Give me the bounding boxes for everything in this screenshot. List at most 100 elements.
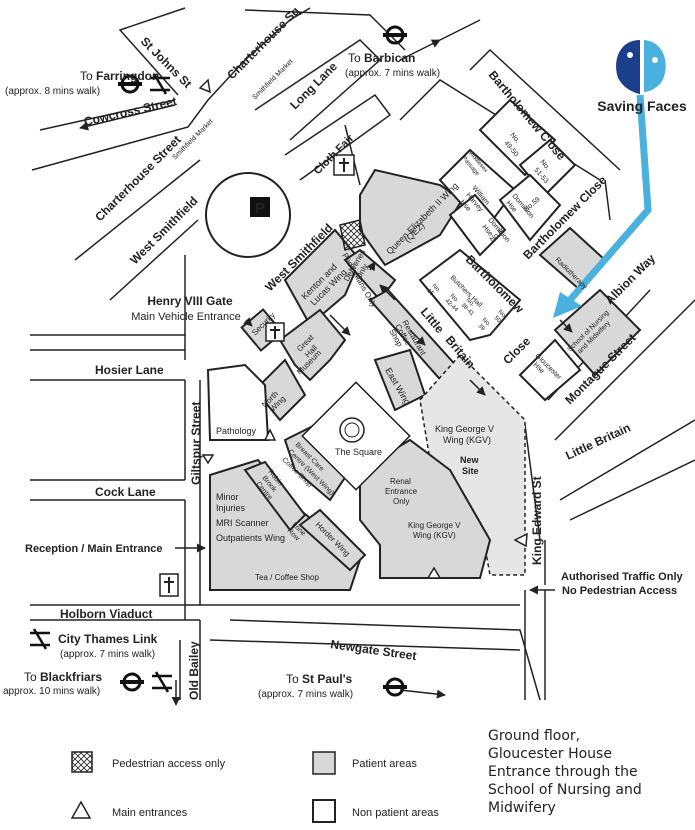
svg-text:Midwifery: Midwifery bbox=[488, 800, 556, 816]
parking-icon[interactable] bbox=[250, 197, 270, 217]
svg-text:Entrance: Entrance bbox=[385, 487, 418, 496]
north-wing bbox=[253, 358, 307, 422]
svg-text:Little Britain: Little Britain bbox=[563, 420, 632, 462]
white-box-icon bbox=[312, 799, 336, 823]
svg-text:(approx. 7 mins walk): (approx. 7 mins walk) bbox=[258, 689, 353, 700]
svg-text:15: 15 bbox=[426, 288, 435, 297]
grey-box-icon bbox=[312, 751, 336, 775]
svg-text:No.: No. bbox=[481, 317, 492, 328]
svg-text:Long Lane: Long Lane bbox=[287, 59, 340, 112]
rail-icon bbox=[150, 73, 170, 95]
svg-text:Renal: Renal bbox=[390, 477, 411, 486]
gloucester-house bbox=[518, 338, 582, 402]
triangle-icon[interactable] bbox=[263, 428, 277, 441]
svg-text:Wing (KGV): Wing (KGV) bbox=[443, 435, 491, 445]
triangle-icon[interactable] bbox=[198, 78, 211, 94]
svg-text:(approx. 7 mins walk): (approx. 7 mins walk) bbox=[345, 68, 440, 79]
svg-text:39: 39 bbox=[477, 323, 486, 332]
svg-text:approx. 10 mins walk): approx. 10 mins walk) bbox=[3, 686, 100, 697]
svg-text:No.: No. bbox=[431, 283, 442, 294]
svg-text:The Square: The Square bbox=[335, 447, 382, 457]
svg-text:Charterhouse Sq: Charterhouse Sq bbox=[224, 4, 302, 82]
svg-text:Smithfield Market: Smithfield Market bbox=[251, 58, 294, 101]
entrance-triangles bbox=[198, 78, 528, 579]
svg-text:Giltspur Street: Giltspur Street bbox=[189, 402, 203, 485]
svg-text:Albion Way: Albion Way bbox=[602, 251, 658, 307]
svg-text:King George V: King George V bbox=[435, 424, 494, 434]
saving-faces-pointer bbox=[567, 94, 652, 303]
svg-text:Main Vehicle Entrance: Main Vehicle Entrance bbox=[131, 311, 240, 323]
great-hall bbox=[278, 308, 347, 382]
brand-name: Saving Faces bbox=[597, 98, 687, 114]
svg-text:Hosier Lane: Hosier Lane bbox=[95, 363, 164, 377]
kgv-wing-lower bbox=[359, 438, 492, 579]
svg-text:Only: Only bbox=[393, 497, 409, 506]
legend: Pedestrian access only Main entrances Pa… bbox=[70, 751, 439, 823]
svg-text:Main entrances: Main entrances bbox=[112, 807, 188, 819]
svg-text:Entrance through the: Entrance through the bbox=[488, 764, 638, 780]
svg-text:King Edward St: King Edward St bbox=[530, 476, 544, 565]
crosshatch-box-icon bbox=[339, 219, 366, 251]
crosshatch-box-icon bbox=[71, 751, 93, 773]
svg-text:(approx. 7 mins walk): (approx. 7 mins walk) bbox=[60, 649, 155, 660]
floor-note: Ground floor, Gloucester House Entrance … bbox=[488, 728, 642, 816]
svg-text:No.: No. bbox=[449, 293, 460, 304]
svg-text:Gloucester House: Gloucester House bbox=[488, 746, 612, 762]
svg-text:To Barbican: To Barbican bbox=[348, 51, 415, 65]
svg-text:To Farringdon: To Farringdon bbox=[80, 69, 159, 83]
svg-text:P: P bbox=[255, 200, 265, 217]
triangle-icon bbox=[70, 800, 92, 819]
saving-faces-logo bbox=[616, 40, 666, 94]
church-icon bbox=[159, 573, 179, 597]
underground-icon bbox=[383, 25, 407, 45]
svg-text:To St Paul's: To St Paul's bbox=[286, 672, 353, 686]
svg-text:Pathology: Pathology bbox=[216, 426, 257, 436]
buildings bbox=[206, 98, 642, 591]
triangle-icon[interactable] bbox=[201, 454, 215, 465]
svg-text:(approx. 8 mins walk): (approx. 8 mins walk) bbox=[5, 86, 100, 97]
robin-brook-centre bbox=[243, 460, 307, 532]
butchers-hall bbox=[418, 248, 522, 342]
the-square-fountain bbox=[339, 417, 365, 443]
svg-text:Minor: Minor bbox=[216, 492, 239, 502]
svg-text:Wing (KGV): Wing (KGV) bbox=[413, 531, 456, 540]
church-icon bbox=[265, 322, 285, 342]
svg-text:No.: No. bbox=[465, 297, 476, 308]
horder-wing bbox=[298, 508, 367, 572]
svg-text:Newgate Street: Newgate Street bbox=[330, 637, 418, 663]
rail-icon bbox=[30, 628, 50, 650]
svg-text:Holborn Viaduct: Holborn Viaduct bbox=[60, 607, 152, 621]
svg-text:Cowcross Street: Cowcross Street bbox=[83, 94, 178, 129]
svg-text:Outpatients Wing: Outpatients Wing bbox=[216, 533, 285, 543]
no-60 bbox=[448, 193, 507, 257]
svg-text:Site: Site bbox=[462, 466, 479, 476]
kenton-lucas-wing bbox=[283, 228, 362, 327]
svg-text:Close: Close bbox=[500, 334, 533, 367]
svg-text:New: New bbox=[460, 455, 480, 465]
svg-text:No.: No. bbox=[497, 309, 508, 320]
svg-text:Injuries: Injuries bbox=[216, 503, 246, 513]
triangle-icon[interactable] bbox=[426, 566, 442, 579]
svg-text:50: 50 bbox=[493, 315, 502, 324]
triangle-icon[interactable] bbox=[513, 532, 528, 548]
svg-text:Henry VIII Gate: Henry VIII Gate bbox=[147, 294, 233, 308]
svg-text:Reception / Main Entrance: Reception / Main Entrance bbox=[25, 543, 163, 555]
svg-text:Authorised Traffic Only: Authorised Traffic Only bbox=[561, 571, 684, 583]
svg-text:Pedestrian access only: Pedestrian access only bbox=[112, 758, 226, 770]
pathology bbox=[206, 363, 270, 441]
dominion-house bbox=[498, 173, 562, 242]
svg-text:School of Nursing and: School of Nursing and bbox=[488, 782, 642, 798]
svg-text:Ground floor,: Ground floor, bbox=[488, 728, 580, 744]
svg-text:West Smithfield: West Smithfield bbox=[127, 194, 200, 267]
svg-text:Non patient areas: Non patient areas bbox=[352, 807, 439, 819]
svg-text:Cock Lane: Cock Lane bbox=[95, 485, 156, 499]
rail-icon bbox=[152, 671, 172, 693]
svg-text:MRI Scanner: MRI Scanner bbox=[216, 518, 269, 528]
svg-text:Tea / Coffee Shop: Tea / Coffee Shop bbox=[255, 573, 319, 582]
underground-icon bbox=[120, 672, 144, 692]
svg-text:King George V: King George V bbox=[408, 521, 461, 530]
svg-text:Old Bailey: Old Bailey bbox=[187, 641, 201, 700]
roundabout bbox=[205, 172, 291, 258]
svg-text:To Blackfriars: To Blackfriars bbox=[24, 670, 102, 684]
